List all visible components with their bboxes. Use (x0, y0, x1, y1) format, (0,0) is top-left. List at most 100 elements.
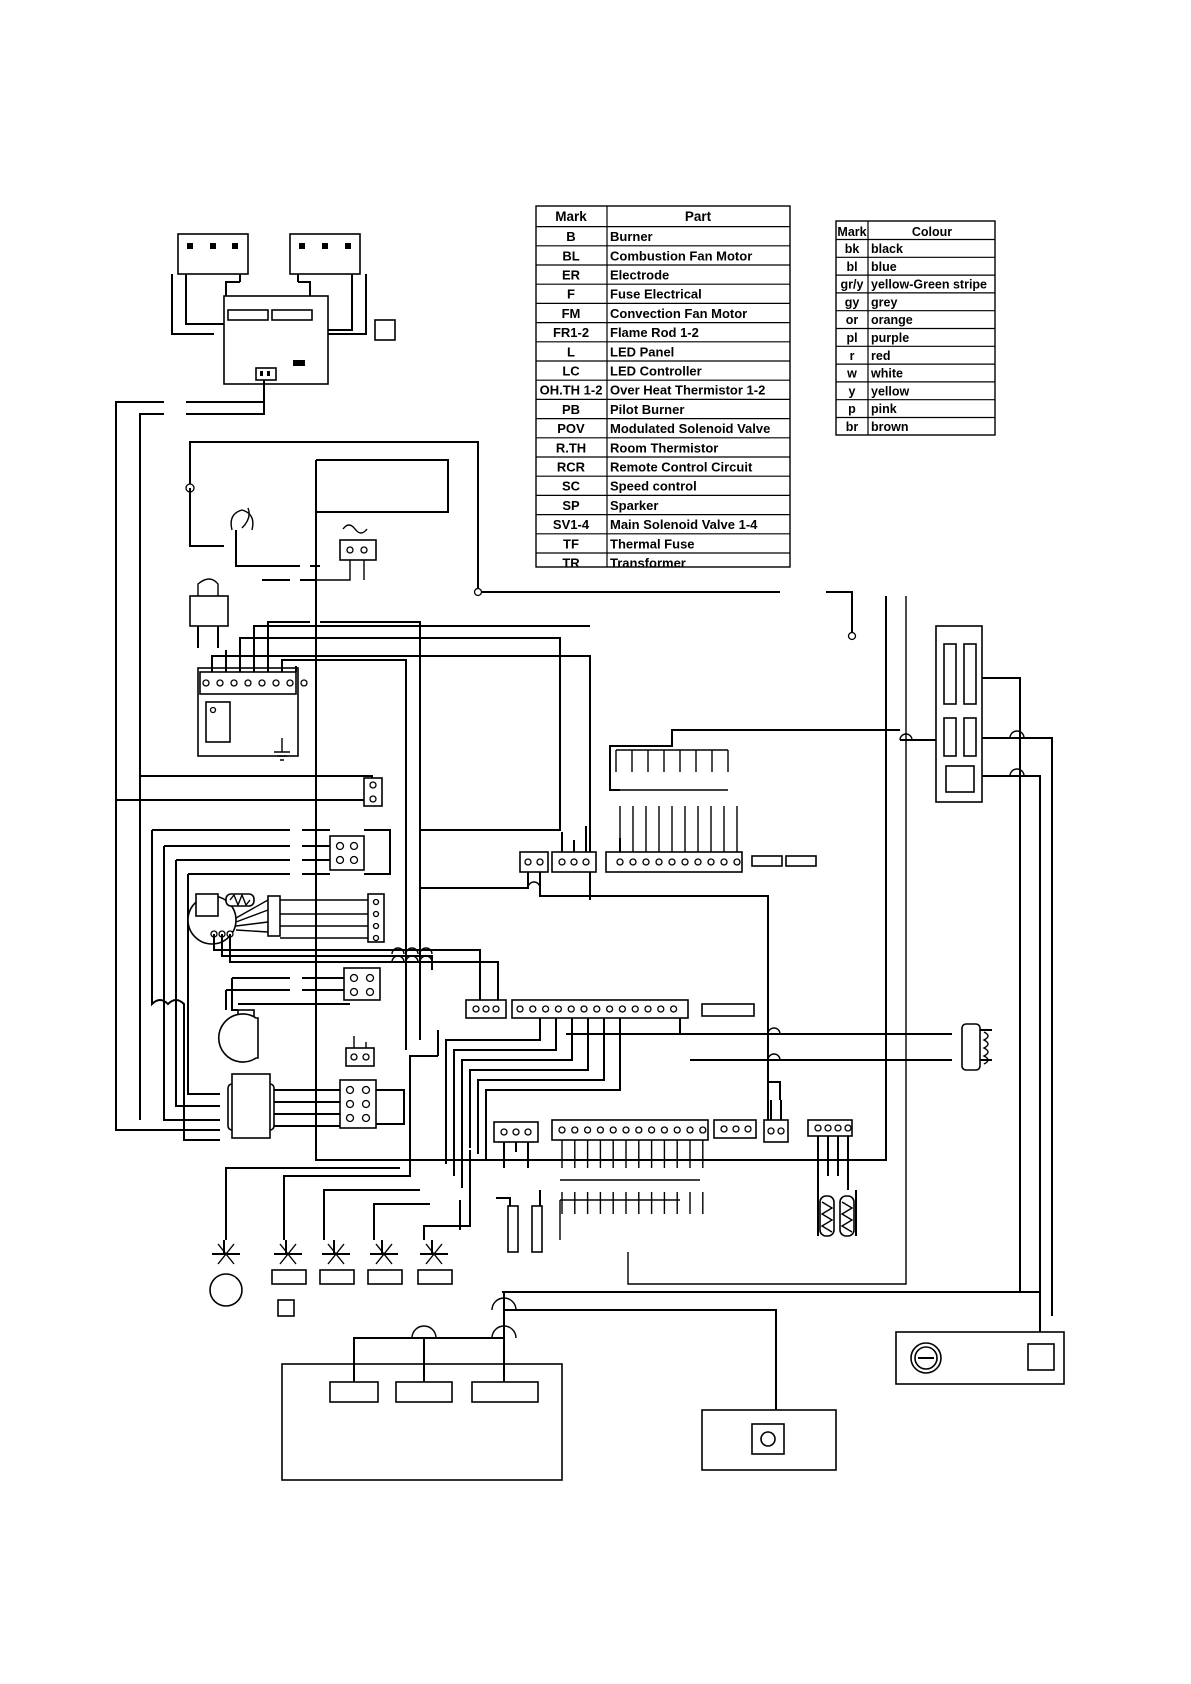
lc-pin (300, 679, 308, 687)
connector-3pin-top (551, 851, 597, 873)
top10-pin (655, 858, 663, 866)
terminal-block (935, 625, 983, 803)
parts-row-mark: F (567, 287, 575, 302)
solenoid-valve (212, 1240, 240, 1265)
top10-pin (733, 858, 741, 866)
parts-row-part: Burner (610, 229, 653, 244)
small-connector-b (701, 1003, 755, 1017)
solenoid-valve (271, 1240, 307, 1285)
connector-2pin-mid (345, 1047, 375, 1067)
top10-pin (694, 858, 702, 866)
bot12-pin (635, 1126, 643, 1134)
convection-fan-motor (187, 893, 281, 945)
mid13-pin (529, 1005, 537, 1013)
parts-row-mark: OH.TH 1-2 (540, 383, 603, 398)
parts-row-mark: LC (562, 364, 580, 379)
colour-row-mark: gr/y (841, 278, 864, 292)
bot12-pin (558, 1126, 566, 1134)
mid13-pin (657, 1005, 665, 1013)
lc-board (197, 667, 308, 761)
mid13-pin (567, 1005, 575, 1013)
parts-row-part: Combustion Fan Motor (610, 248, 752, 263)
colour-row-colour: brown (871, 420, 909, 434)
top10-pin (707, 858, 715, 866)
sparker-unit (701, 1409, 837, 1471)
bot12-pin (596, 1126, 605, 1134)
colour-row-colour: red (871, 349, 890, 363)
bot12-pin (673, 1126, 681, 1134)
solenoid-valve (417, 1240, 453, 1285)
connector-4pin-b (343, 967, 381, 1001)
bot12-pin (571, 1126, 579, 1134)
parts-row-part: Convection Fan Motor (610, 306, 747, 321)
connector-13pin-mid (511, 999, 689, 1019)
lc-pin (258, 679, 266, 687)
colour-row-mark: p (848, 402, 856, 416)
colour-row-colour: white (870, 367, 903, 381)
connector-3pin-right (713, 1119, 757, 1139)
parts-row-part: Fuse Electrical (610, 287, 702, 302)
mid13-pin (605, 1005, 614, 1013)
parts-row-mark: PB (562, 402, 580, 417)
top10-pin (642, 858, 650, 866)
remote-control-panel (895, 1331, 1065, 1385)
parts-row-mark: L (567, 344, 575, 359)
top10-pin (668, 858, 676, 866)
mid13-pin (516, 1005, 524, 1013)
bot12-pin (660, 1126, 669, 1134)
top10-pin (616, 858, 624, 866)
lc-pin (230, 679, 238, 687)
parts-row-part: Pilot Burner (610, 402, 684, 417)
colour-row-colour: purple (871, 331, 909, 345)
bot12-pin (686, 1126, 694, 1134)
colour-row-colour: black (871, 242, 903, 256)
connector-4pin-v (367, 893, 385, 943)
parts-row-mark: FM (562, 306, 581, 321)
parts-row-part: LED Panel (610, 344, 674, 359)
bot12-pin (583, 1126, 592, 1134)
parts-row-mark: R.TH (556, 440, 586, 455)
led-controller-board (223, 295, 329, 385)
connector-12pin-bottom (551, 1119, 709, 1141)
colour-row-mark: br (846, 420, 859, 434)
parts-row-mark: POV (557, 421, 585, 436)
parts-row-part: Main Solenoid Valve 1-4 (610, 517, 758, 532)
colour-row-mark: y (849, 384, 856, 398)
parts-row-mark: RCR (557, 460, 586, 475)
burner-panel (281, 1363, 563, 1481)
parts-row-mark: ER (562, 268, 581, 283)
colour-row-colour: grey (871, 295, 897, 309)
parts-row-part: Sparker (610, 498, 658, 513)
small-connector-a (751, 855, 817, 867)
parts-header-part: Part (685, 209, 712, 224)
connector-2pin-top (519, 851, 549, 873)
colour-row-mark: gy (845, 295, 860, 309)
parts-row-mark: FR1-2 (553, 325, 589, 340)
colour-row-mark: w (846, 367, 857, 381)
mid13-pin (644, 1005, 652, 1013)
combustion-fan-motor (217, 978, 259, 1063)
sparker (189, 578, 229, 648)
connector-2pin-right (763, 1119, 789, 1143)
parts-row-part: Speed control (610, 479, 697, 494)
colour-row-colour: yellow-Green stripe (871, 278, 987, 292)
connector-6pin (339, 1079, 377, 1129)
mid13-pin (554, 1005, 563, 1013)
colour-header-colour: Colour (912, 225, 952, 239)
top-plug-left (177, 233, 249, 282)
parts-row-part: Remote Control Circuit (610, 460, 753, 475)
parts-row-part: Room Thermistor (610, 440, 718, 455)
mid13-pin (618, 1005, 627, 1013)
colour-row-mark: bk (845, 242, 860, 256)
colour-row-mark: or (846, 313, 859, 327)
top10-pin (629, 858, 637, 866)
room-thermistor (961, 1023, 992, 1071)
bot12-pin (699, 1126, 707, 1134)
connector-10pin-top (605, 851, 743, 873)
solenoid-valve (367, 1240, 403, 1285)
bot12-pin (622, 1126, 630, 1134)
fuse-symbol (316, 524, 377, 581)
parts-row-part: Over Heat Thermistor 1-2 (610, 383, 765, 398)
parts-header-mark: Mark (555, 209, 587, 224)
